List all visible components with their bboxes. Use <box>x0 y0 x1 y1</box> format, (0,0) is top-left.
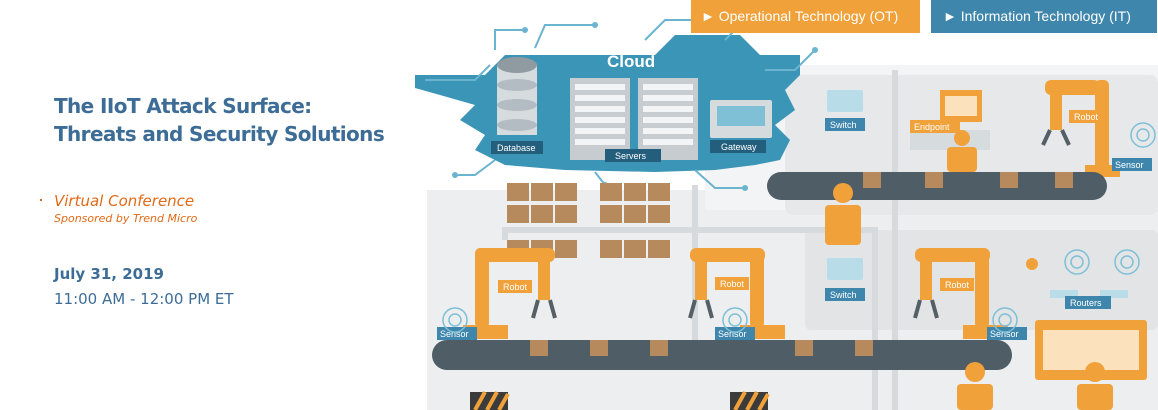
endpoint-icon <box>910 90 990 150</box>
servers-tag <box>605 149 661 162</box>
page-title: The IIoT Attack Surface: Threats and Sec… <box>54 92 394 148</box>
routers-tag <box>1065 296 1111 309</box>
sensor-label: Sensor <box>718 329 747 339</box>
sensor-tag <box>987 327 1027 340</box>
event-type: Virtual Conference <box>54 192 195 210</box>
event-date: July 31, 2019 <box>54 265 164 283</box>
servers-label: Servers <box>615 151 647 161</box>
robot-label: Robot <box>1074 112 1099 122</box>
robot-tag <box>940 278 974 291</box>
ot-legend <box>691 0 920 33</box>
worker-icon <box>957 362 1113 410</box>
switch-icon <box>827 258 863 280</box>
it-legend-label: ► Information Technology (IT) <box>943 8 1131 24</box>
routers-label: Routers <box>1070 298 1102 308</box>
database-icon <box>497 57 537 135</box>
robot-tag <box>498 280 532 293</box>
worker-icon <box>947 130 977 172</box>
gateway-tag <box>710 140 766 153</box>
sensor-label: Sensor <box>1115 160 1144 170</box>
robot-arm-icon <box>913 248 1008 339</box>
sensor-label: Sensor <box>990 329 1019 339</box>
it-legend <box>931 0 1157 33</box>
factory-illustration: Cloud Database Servers Gateway ► Operati… <box>415 0 1158 410</box>
conveyor-belt <box>767 172 1107 200</box>
event-info: The IIoT Attack Surface: Threats and Sec… <box>0 0 395 410</box>
sensor-label: Sensor <box>440 329 469 339</box>
gateway-icon <box>710 100 772 138</box>
database-tag <box>491 141 543 154</box>
servers-icon <box>570 78 698 160</box>
sensor-tag <box>715 327 755 340</box>
event-sponsor: Sponsored by Trend Micro <box>54 212 198 225</box>
switch-icon <box>827 90 863 112</box>
robot-label: Robot <box>503 282 528 292</box>
robot-tag <box>1069 110 1103 123</box>
bullet-dot <box>40 199 42 201</box>
wireless-signal-icon <box>442 122 1156 333</box>
gateway-label: Gateway <box>721 142 757 152</box>
robot-label: Robot <box>720 279 745 289</box>
endpoint-label: Endpoint <box>914 122 950 132</box>
switch-tag <box>825 118 865 131</box>
router-icon <box>1050 290 1128 298</box>
event-time: 11:00 AM - 12:00 PM ET <box>54 290 234 308</box>
ot-legend-label: ► Operational Technology (OT) <box>701 8 898 24</box>
title-line-2: Threats and Security Solutions <box>54 122 385 146</box>
endpoint-tag <box>910 120 960 133</box>
switch-label: Switch <box>830 290 857 300</box>
sensor-tag <box>437 327 477 340</box>
database-label: Database <box>497 143 536 153</box>
switch-tag <box>825 288 865 301</box>
title-line-1: The IIoT Attack Surface: <box>54 94 312 118</box>
alarm-light-icon <box>1026 258 1038 270</box>
sensor-tag <box>1112 158 1152 171</box>
pipe <box>502 227 878 410</box>
hazard-stripes <box>470 391 770 410</box>
worker-icon <box>825 183 861 245</box>
robot-tag <box>715 277 749 290</box>
conveyor-belt <box>432 340 1012 370</box>
cloud-label: Cloud <box>607 52 655 71</box>
robot-label: Robot <box>945 280 970 290</box>
switch-label: Switch <box>830 120 857 130</box>
